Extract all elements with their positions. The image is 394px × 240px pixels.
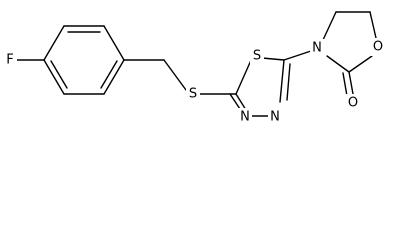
bond [261, 57, 285, 61]
bond [369, 11, 377, 39]
bond [348, 71, 354, 95]
bond [235, 93, 247, 111]
ring-oxygen-label: O [373, 40, 383, 55]
bond [235, 57, 253, 95]
ring-nitrogen-left-label: N [240, 110, 250, 125]
bond [103, 25, 125, 61]
bond [43, 59, 65, 95]
bond [229, 93, 241, 110]
bond [342, 72, 348, 97]
bond [286, 63, 291, 101]
carbonyl-oxygen-label: O [348, 96, 358, 111]
fluorine-atom-label: F [6, 53, 13, 68]
bond [322, 11, 337, 41]
bond [163, 59, 187, 91]
bond [50, 60, 68, 89]
bond [103, 59, 125, 95]
atom-labels: F S S N N N O O [3, 38, 385, 126]
ring-nitrogen-right-label: N [270, 110, 280, 125]
bond [326, 55, 350, 73]
bond [283, 50, 312, 61]
oxazolidinone-nitrogen-label: N [312, 41, 322, 56]
bond [348, 55, 373, 73]
bond [279, 59, 285, 103]
structure-diagram: F S S N N N O O [3, 11, 385, 126]
bond [100, 60, 118, 89]
bonds [15, 11, 377, 117]
ring-sulfur-label: S [253, 49, 261, 64]
bond [43, 25, 65, 61]
thioether-sulfur-label: S [189, 87, 197, 102]
